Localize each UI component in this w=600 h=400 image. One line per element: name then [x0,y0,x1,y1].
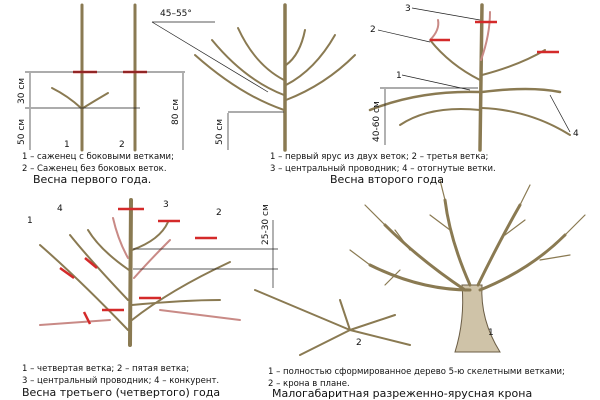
dim-label-50: 50 см [17,119,27,145]
leader-line [377,29,431,43]
caption-line: 3 – центральный проводник; 4 – конкурент… [22,376,220,386]
branch [285,29,306,66]
panel-third-year: 25-30 см 1 2 3 4 [27,198,278,347]
label-1: 1 [396,71,402,81]
branch [368,198,567,292]
shoot [429,19,440,41]
caption-line: 2 – крона в плане. [268,379,350,389]
trunk [478,3,484,152]
label-2: 2 [370,25,376,35]
panel-title: Малогабаритная разреженно-ярусная крона [272,387,533,400]
branch [69,234,129,301]
cut-mark [59,266,75,280]
branch [399,108,481,126]
panel-title: Весна первого года. [33,173,152,186]
panel-title: Весна второго года [330,173,444,186]
label-plan-2: 2 [356,338,362,348]
panel-first-year: 30 см 50 см 80 см 1 2 [17,3,185,152]
shoot [480,11,491,61]
panel-second-year: 45–55° 50 см [151,3,356,152]
label-3: 3 [163,200,169,210]
branch [131,299,221,306]
label-tree-1: 1 [488,328,494,338]
shoot [159,309,241,321]
branch [481,107,571,136]
cut-mark [84,257,98,269]
dim-label-50: 50 см [215,119,225,145]
branch [211,39,285,96]
dim-label-30: 30 см [17,78,27,104]
leader-line [401,74,471,91]
label-4: 4 [573,129,579,139]
crown-plan [254,289,411,356]
caption-line: 3 – центральный проводник; 4 – отогнутые… [270,164,496,174]
branch [481,49,546,76]
leader-line [549,94,571,133]
shoot [39,319,111,326]
branch [131,261,231,321]
dim-label-40-60: 40-60 см [372,101,382,142]
angle-label: 45–55° [160,9,192,19]
panel-title: Весна третьего (четвертого) года [22,386,221,399]
seedling-label-2: 2 [119,140,125,150]
label-2: 2 [216,208,222,218]
caption-line: 1 – саженец с боковыми ветками; [22,152,174,162]
caption-line: 1 – четвертая ветка; 2 – пятая ветка; [22,364,190,374]
branch [131,221,169,251]
angle-line [151,21,269,93]
branch [39,244,129,331]
shoot [112,217,129,259]
cut-mark [82,311,92,325]
mature-trunk [454,284,501,353]
dim-label-25-30: 25-30 см [261,204,271,245]
seedling-1-branch-right [82,92,109,109]
twig [349,179,586,286]
seedling-1-branch-left [51,87,82,109]
branch [480,87,562,94]
leader-line [411,7,481,21]
branch [87,229,130,271]
panel-mature-tree: 1 2 [254,179,586,356]
caption-line: 2 – Саженец без боковых веток. [22,164,167,174]
branch [285,34,336,86]
label-3: 3 [405,4,411,14]
label-4: 4 [57,204,63,214]
caption-line: 1 – полностью сформированное дерево 5-ю … [268,367,565,377]
trunk [128,198,133,347]
dim-label-80: 80 см [171,99,181,125]
branch [368,90,482,112]
caption-line: 1 – первый ярус из двух веток; 2 – треть… [270,152,489,162]
panel-second-year-b: 40-60 см 1 2 3 4 [368,3,579,152]
branch [194,54,285,111]
seedling-label-1: 1 [64,140,70,150]
shoot [133,239,171,279]
branch [285,54,356,101]
label-1: 1 [27,216,33,226]
branch [429,39,481,81]
branch [237,27,285,81]
